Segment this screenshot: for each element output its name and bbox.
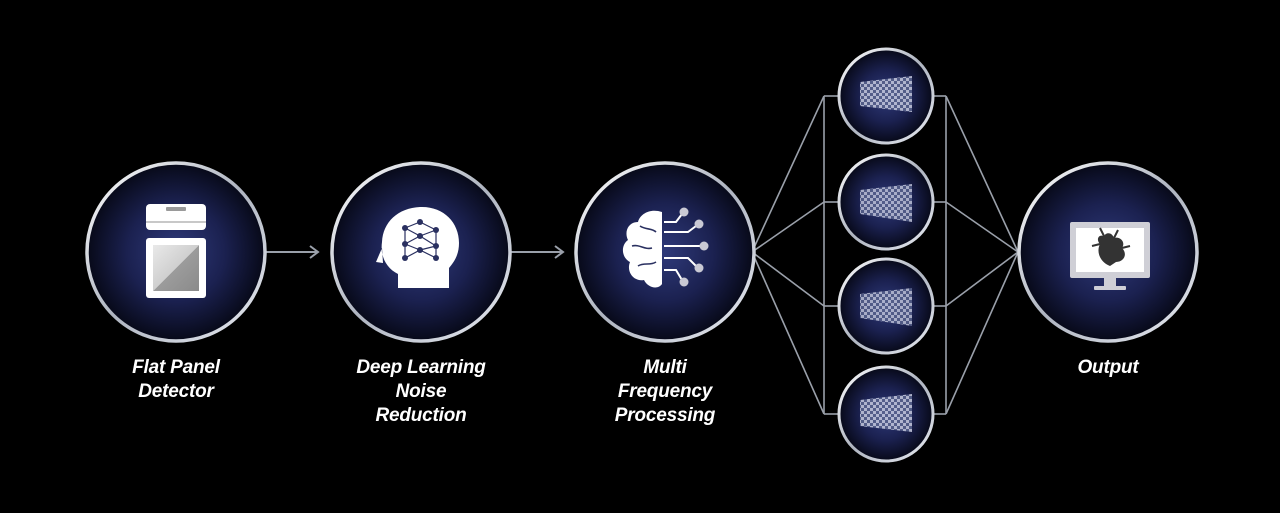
frequency-pattern-icon [860, 184, 912, 222]
label-line: Processing [614, 405, 716, 426]
frequency-pattern-icon [860, 288, 912, 326]
stage-output [1017, 161, 1199, 343]
ai-head-icon [376, 206, 459, 288]
label-line: Deep Learning [356, 357, 486, 378]
stage-flat-panel-detector [85, 161, 267, 343]
label-deep-learning: Deep Learning Noise Reduction [321, 356, 521, 428]
frequency-band-4 [837, 365, 935, 463]
label-line: Flat Panel [132, 357, 220, 378]
label-line: Detector [138, 381, 214, 402]
frequency-band-2 [837, 153, 935, 251]
label-output: Output [1008, 356, 1208, 380]
fan-lines [751, 95, 1019, 415]
label-line: Frequency [617, 381, 713, 402]
label-line: Output [1077, 357, 1139, 378]
frequency-pattern-icon [860, 76, 912, 112]
frequency-band-1 [837, 47, 935, 145]
label-line: Reduction [375, 405, 467, 426]
connector-1 [266, 245, 320, 259]
stage-deep-learning [330, 161, 512, 343]
frequency-band-3 [837, 257, 935, 355]
frequency-pattern-icon [860, 394, 912, 432]
stage-multi-frequency [574, 161, 756, 343]
label-multi-frequency: Multi Frequency Processing [565, 356, 765, 428]
label-flat-panel-detector: Flat Panel Detector [76, 356, 276, 404]
monitor-heart-icon [1070, 222, 1150, 290]
connector-2 [511, 245, 565, 259]
brain-circuit-icon [622, 207, 709, 288]
flat-panel-detector-icon [146, 204, 206, 298]
label-line: Noise [395, 381, 447, 402]
label-line: Multi [643, 357, 687, 378]
